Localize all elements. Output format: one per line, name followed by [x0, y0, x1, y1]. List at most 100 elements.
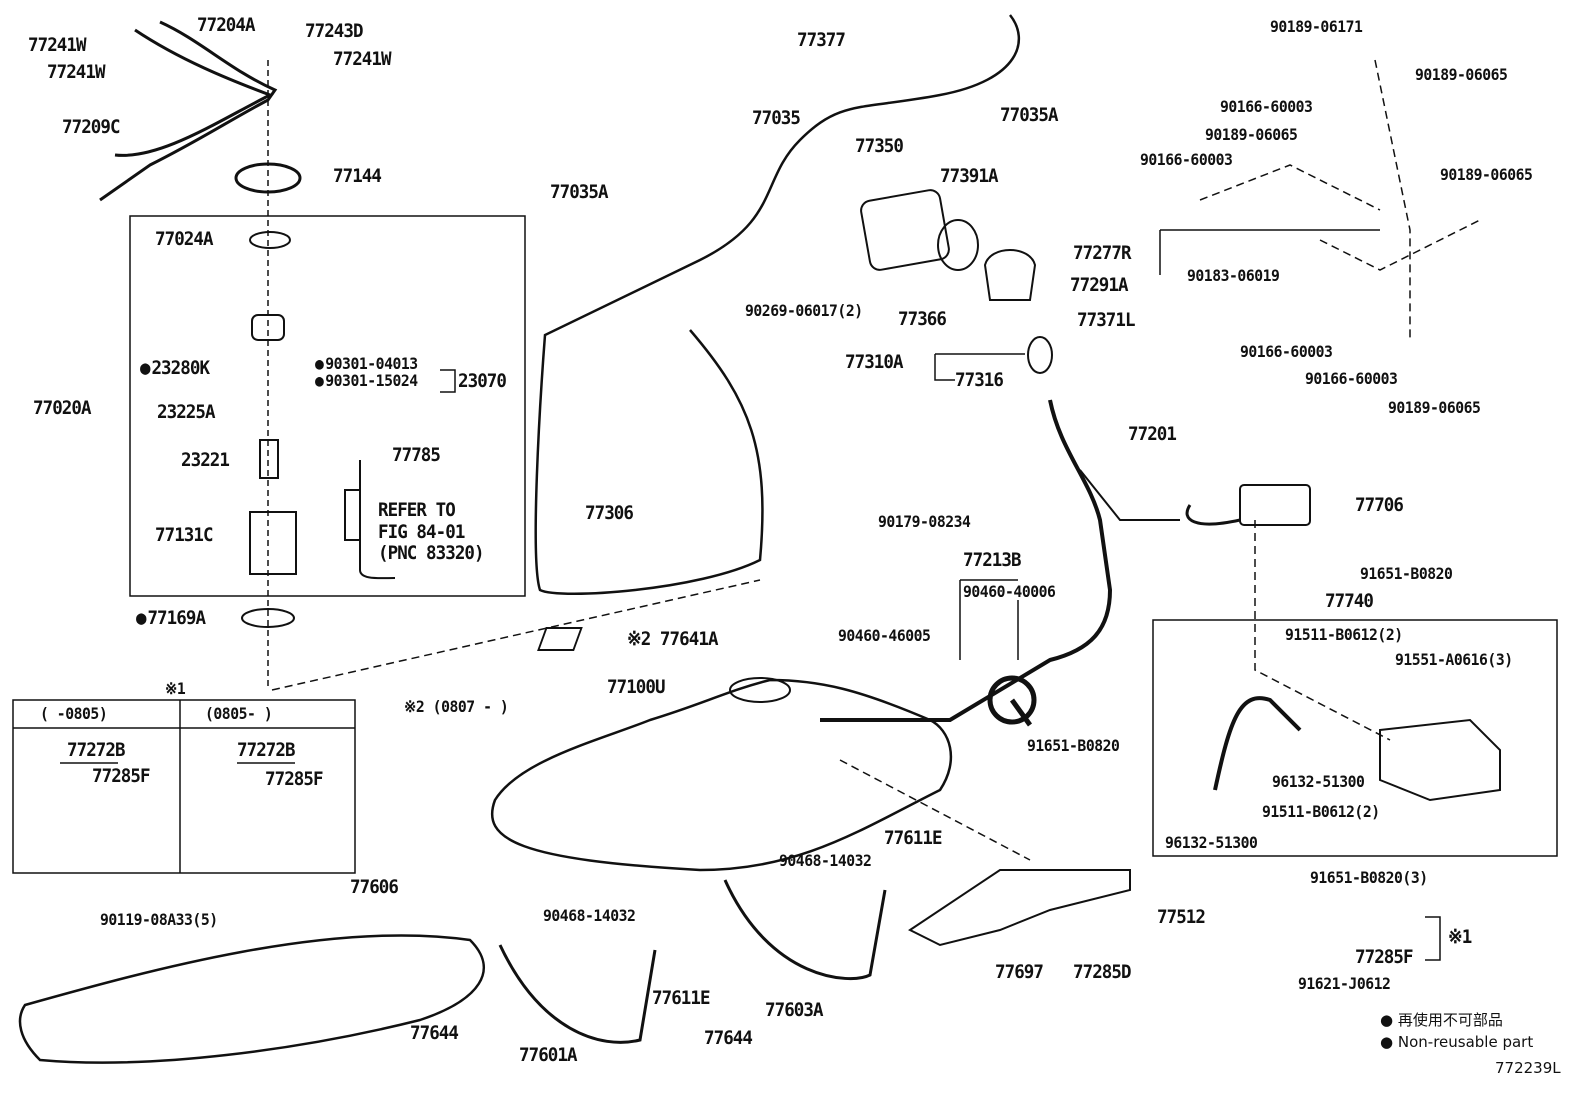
fuel-cap-77291A: [983, 249, 1037, 301]
part-label[interactable]: 77241W: [47, 61, 106, 83]
canister-group-box: [1152, 619, 1558, 857]
part-label[interactable]: REFER TO: [378, 499, 456, 521]
part-label[interactable]: 77377: [797, 29, 846, 51]
part-label[interactable]: 23225A: [157, 401, 216, 423]
part-label[interactable]: 77644: [410, 1022, 459, 1044]
legend-english-text: Non-reusable part: [1397, 1033, 1534, 1051]
part-label[interactable]: 77606: [350, 876, 399, 898]
part-label[interactable]: 77204A: [197, 14, 256, 36]
part-label[interactable]: 90301-15024: [315, 371, 418, 391]
gasket-77169A: [241, 608, 295, 628]
legend-japanese: ● 再使用不可部品: [1380, 1009, 1503, 1030]
part-label[interactable]: 77697: [995, 961, 1044, 983]
part-label[interactable]: 77740: [1325, 590, 1374, 612]
part-label[interactable]: 77512: [1157, 906, 1206, 928]
part-label[interactable]: 77706: [1355, 494, 1404, 516]
part-label[interactable]: 96132-51300: [1165, 833, 1258, 852]
part-label[interactable]: 23070: [458, 370, 507, 392]
part-label[interactable]: ※1: [165, 679, 186, 698]
part-label[interactable]: 90183-06019: [1187, 266, 1280, 285]
part-label[interactable]: 90301-04013: [315, 354, 418, 374]
gasket-77391A: [937, 219, 979, 271]
part-label[interactable]: 91511-B0612(2): [1262, 802, 1380, 821]
part-label[interactable]: 77603A: [765, 999, 824, 1021]
part-label[interactable]: 91651-B0820: [1027, 736, 1120, 755]
part-label[interactable]: 90189-06065: [1440, 165, 1533, 184]
part-label[interactable]: 77209C: [62, 116, 121, 138]
part-label[interactable]: 77285D: [1073, 961, 1132, 983]
retainer-ring-77144: [234, 162, 302, 194]
part-label[interactable]: 91651-B0820(3): [1310, 868, 1428, 887]
part-label[interactable]: 77272B: [67, 739, 126, 761]
part-label[interactable]: 90166-60003: [1140, 150, 1233, 169]
part-label[interactable]: 77131C: [155, 524, 214, 546]
part-label[interactable]: 90119-08A33(5): [100, 910, 218, 929]
part-label[interactable]: 77035A: [550, 181, 609, 203]
part-label[interactable]: 96132-51300: [1272, 772, 1365, 791]
part-label[interactable]: 77277R: [1073, 242, 1132, 264]
part-label[interactable]: FIG 84-01: [378, 521, 465, 543]
part-label[interactable]: 77169A: [136, 608, 206, 628]
part-label[interactable]: 77601A: [519, 1044, 578, 1066]
part-label[interactable]: 77144: [333, 165, 382, 187]
part-label[interactable]: 91551-A0616(3): [1395, 650, 1513, 669]
part-label[interactable]: 77201: [1128, 423, 1177, 445]
part-label[interactable]: 77611E: [884, 827, 943, 849]
part-label[interactable]: ※2 77641A: [627, 628, 718, 650]
part-label[interactable]: 77644: [704, 1027, 753, 1049]
breather-hose: [1079, 469, 1180, 521]
part-label[interactable]: 77272B: [237, 739, 296, 761]
part-label[interactable]: 77366: [898, 308, 947, 330]
part-label[interactable]: 23280K: [140, 358, 210, 378]
part-label[interactable]: 91651-B0820: [1360, 564, 1453, 583]
part-label[interactable]: 77020A: [33, 397, 92, 419]
part-label[interactable]: 77350: [855, 135, 904, 157]
part-label[interactable]: 77241W: [333, 48, 392, 70]
part-label[interactable]: 90460-46005: [838, 626, 931, 645]
part-label[interactable]: 77785: [392, 444, 441, 466]
part-label[interactable]: (0805- ): [205, 704, 273, 723]
tank-band-77601A: [498, 944, 657, 1044]
part-label[interactable]: 77024A: [155, 228, 214, 250]
part-label[interactable]: 77035A: [1000, 104, 1059, 126]
part-label[interactable]: 90460-40006: [963, 582, 1056, 601]
part-label[interactable]: 90179-08234: [878, 512, 971, 531]
part-label[interactable]: 90166-60003: [1240, 342, 1333, 361]
part-label[interactable]: 77213B: [963, 549, 1022, 571]
part-label[interactable]: 90189-06065: [1388, 398, 1481, 417]
part-label[interactable]: 77291A: [1070, 274, 1129, 296]
part-label[interactable]: 77100U: [607, 676, 666, 698]
part-label[interactable]: ( -0805): [40, 704, 108, 723]
part-label[interactable]: 77391A: [940, 165, 999, 187]
part-label[interactable]: 77371L: [1077, 309, 1136, 331]
part-label[interactable]: 77306: [585, 502, 634, 524]
part-label[interactable]: 77611E: [652, 987, 711, 1009]
part-label[interactable]: 77035: [752, 107, 801, 129]
filler-pipe-77201: [820, 399, 1113, 722]
part-label[interactable]: 77243D: [305, 20, 364, 42]
part-label[interactable]: 91511-B0612(2): [1285, 625, 1403, 644]
part-label[interactable]: 77285F: [265, 768, 324, 790]
part-label[interactable]: 90468-14032: [779, 851, 872, 870]
part-label[interactable]: 77285F: [1355, 946, 1414, 968]
part-label[interactable]: ※2 (0807 - ): [404, 697, 509, 716]
part-label[interactable]: 90269-06017(2): [745, 301, 863, 320]
part-label[interactable]: 23221: [181, 449, 230, 471]
pump-bracket-77024A: [249, 231, 291, 249]
part-label[interactable]: 77310A: [845, 351, 904, 373]
part-label[interactable]: 90166-60003: [1305, 369, 1398, 388]
part-label[interactable]: 90189-06065: [1205, 125, 1298, 144]
part-label[interactable]: (PNC 83320): [378, 542, 485, 564]
part-label[interactable]: 90189-06171: [1270, 17, 1363, 36]
part-label[interactable]: 91621-J0612: [1298, 974, 1391, 993]
part-label[interactable]: 90468-14032: [543, 906, 636, 925]
part-label[interactable]: 77316: [955, 369, 1004, 391]
part-label[interactable]: 90189-06065: [1415, 65, 1508, 84]
part-label[interactable]: 90166-60003: [1220, 97, 1313, 116]
part-label[interactable]: 77241W: [28, 34, 87, 56]
vent-hose: [1213, 696, 1302, 791]
part-label[interactable]: ※1: [1448, 926, 1472, 948]
part-label[interactable]: 77285F: [92, 765, 151, 787]
